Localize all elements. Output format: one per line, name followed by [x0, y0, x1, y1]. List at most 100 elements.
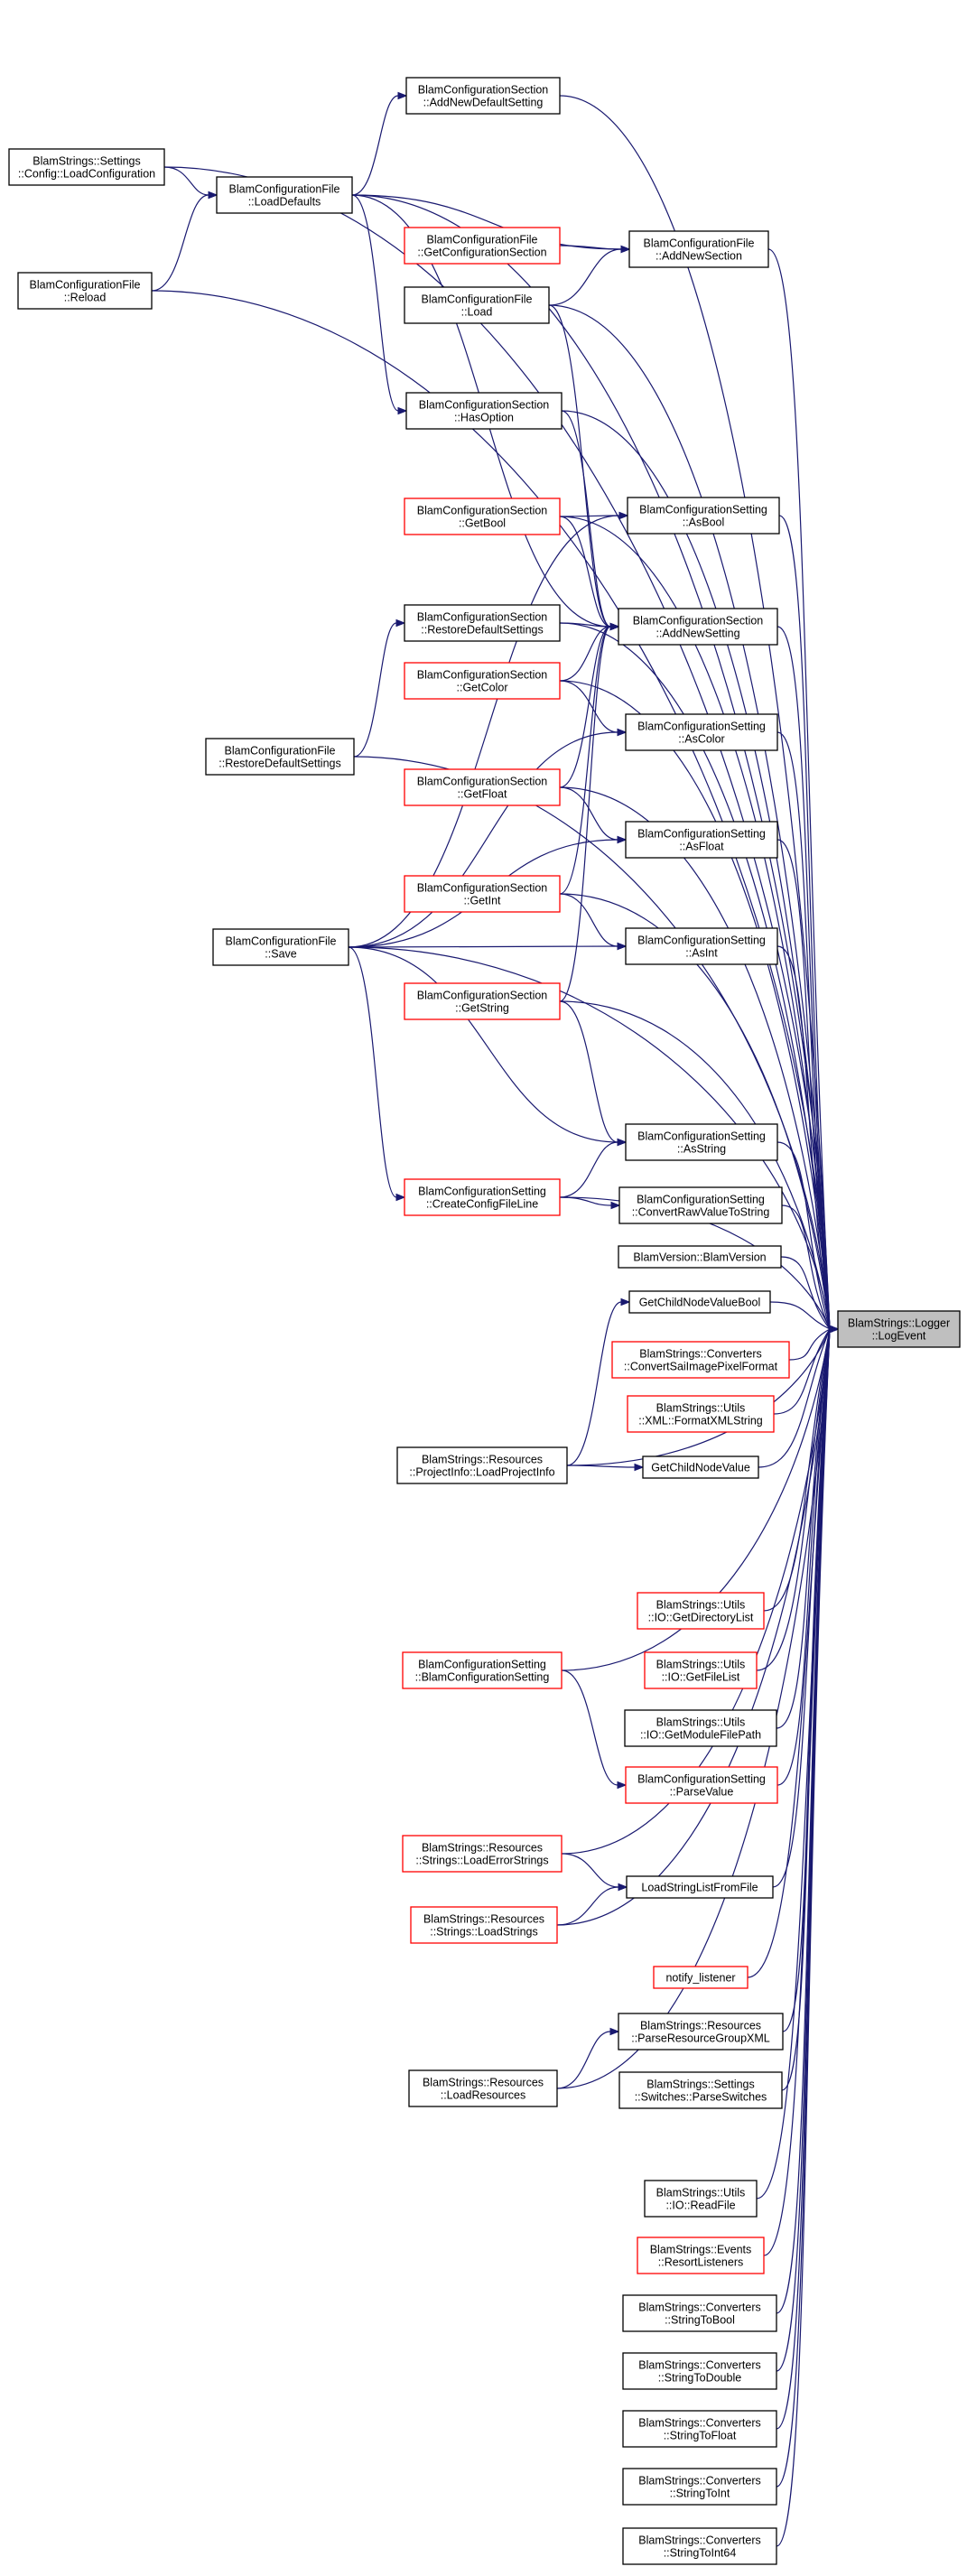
edge-arrowhead — [610, 1201, 621, 1210]
edge-line — [559, 680, 831, 1330]
function-node[interactable]: BlamConfigurationSection::GetInt — [404, 875, 561, 913]
node-label-line: BlamStrings::Converters — [639, 1348, 761, 1361]
function-node[interactable]: BlamStrings::Resources::Strings::LoadStr… — [410, 1906, 558, 1944]
function-node[interactable]: BlamStrings::Utils::IO::GetModuleFilePat… — [624, 1709, 777, 1747]
function-node[interactable]: BlamConfigurationSection::AddNewDefaultS… — [405, 77, 561, 115]
function-node[interactable]: BlamStrings::Resources::ProjectInfo::Loa… — [396, 1446, 568, 1484]
function-node[interactable]: BlamStrings::Resources::LoadResources — [408, 2069, 558, 2107]
function-node[interactable]: BlamConfigurationSetting::CreateConfigFi… — [404, 1178, 561, 1216]
function-node[interactable]: GetChildNodeValue — [642, 1455, 759, 1479]
node-box — [396, 1446, 568, 1484]
function-node[interactable]: BlamStrings::Converters::StringToBool — [622, 2294, 777, 2332]
function-node[interactable]: BlamConfigurationFile::Reload — [17, 272, 153, 310]
edge-line — [559, 626, 611, 1002]
node-label-line: BlamConfigurationFile — [427, 234, 538, 246]
node-label-line: ::AddNewSection — [656, 250, 742, 263]
function-node[interactable]: BlamConfigurationSetting::AsInt — [625, 927, 778, 965]
node-label-line: ::AddNewDefaultSetting — [423, 97, 544, 109]
function-node[interactable]: BlamStrings::Resources::Strings::LoadErr… — [402, 1835, 563, 1873]
function-node[interactable]: BlamStrings::Logger::LogEvent — [837, 1310, 961, 1348]
call-edge — [776, 1325, 840, 2547]
call-edge — [566, 1297, 631, 1466]
function-node[interactable]: BlamConfigurationSection::HasOption — [405, 392, 563, 430]
edge-line — [767, 248, 831, 1330]
edge-line — [556, 1328, 831, 2089]
function-node[interactable]: BlamConfigurationSetting::BlamConfigurat… — [402, 1651, 563, 1689]
edge-arrowhead — [829, 1325, 840, 1334]
node-label-line: ::AsBool — [683, 516, 725, 529]
edge-arrowhead — [617, 1138, 628, 1147]
edge-line — [782, 1328, 831, 2032]
node-label-line: BlamConfigurationSection — [417, 611, 548, 624]
function-node[interactable]: BlamConfigurationFile::RestoreDefaultSet… — [205, 738, 355, 776]
function-node[interactable]: BlamConfigurationSetting::AsString — [625, 1123, 778, 1161]
function-node[interactable]: BlamConfigurationSection::GetString — [404, 982, 561, 1020]
edge-line — [788, 1328, 831, 1361]
function-node[interactable]: BlamConfigurationSection::GetColor — [404, 662, 561, 700]
function-node[interactable]: GetChildNodeValueBool — [628, 1290, 771, 1314]
function-node[interactable]: BlamConfigurationSection::GetBool — [404, 498, 561, 535]
function-node[interactable]: BlamVersion::BlamVersion — [618, 1245, 782, 1269]
function-node[interactable]: BlamConfigurationFile::LoadDefaults — [216, 176, 353, 214]
node-label-line: BlamStrings::Converters — [638, 2475, 760, 2488]
function-node[interactable]: BlamConfigurationFile::Save — [212, 928, 349, 966]
function-node[interactable]: BlamStrings::Utils::IO::GetDirectoryList — [637, 1592, 765, 1630]
node-label-line: BlamStrings::Resources — [422, 1842, 543, 1855]
function-node[interactable]: BlamConfigurationFile::Load — [404, 286, 550, 324]
function-node[interactable]: BlamStrings::Utils::IO::ReadFile — [644, 2180, 758, 2218]
function-node[interactable]: BlamStrings::Converters::StringToInt — [622, 2468, 777, 2506]
node-label-line: BlamConfigurationSetting — [637, 935, 766, 947]
function-node[interactable]: BlamConfigurationSetting::AsBool — [627, 497, 780, 535]
edge-layer — [151, 91, 840, 2547]
node-label-line: BlamConfigurationFile — [644, 237, 755, 250]
function-node[interactable]: BlamConfigurationSection::AddNewSetting — [618, 608, 778, 646]
node-label-line: BlamConfigurationFile — [229, 183, 340, 196]
node-label-line: BlamStrings::Utils — [656, 2187, 746, 2199]
edge-line — [780, 1256, 831, 1330]
call-edge — [559, 622, 620, 895]
node-label-line: ::Reload — [64, 292, 107, 304]
edge-line — [561, 1853, 619, 1888]
node-label-line: BlamConfigurationSetting — [418, 1659, 546, 1671]
function-node[interactable]: BlamConfigurationFile::GetConfigurationS… — [404, 227, 561, 265]
function-node[interactable]: BlamConfigurationSetting::AsFloat — [625, 821, 778, 859]
edge-line — [781, 1204, 831, 1330]
function-node[interactable]: BlamStrings::Utils::IO::GetFileList — [644, 1651, 758, 1689]
node-label-line: BlamConfigurationFile — [226, 935, 337, 948]
function-node[interactable]: BlamStrings::Resources::ParseResourceGro… — [618, 2013, 784, 2051]
node-label-line: ::ResortListeners — [658, 2256, 743, 2269]
node-label-line: BlamConfigurationSetting — [637, 828, 766, 841]
edge-line — [348, 946, 397, 1198]
edge-line — [561, 410, 611, 628]
node-box — [404, 227, 561, 265]
function-node[interactable]: BlamConfigurationSetting::ParseValue — [625, 1766, 778, 1804]
edge-line — [351, 194, 399, 412]
function-node[interactable]: BlamConfigurationFile::AddNewSection — [628, 230, 769, 268]
function-node[interactable]: BlamConfigurationSection::GetFloat — [404, 768, 561, 806]
function-node[interactable]: BlamStrings::Settings::Config::LoadConfi… — [8, 148, 165, 186]
edge-line — [556, 1886, 619, 1926]
function-node[interactable]: BlamStrings::Utils::XML::FormatXMLString — [627, 1395, 775, 1433]
function-node[interactable]: LoadStringListFromFile — [626, 1875, 774, 1899]
node-box — [410, 1906, 558, 1944]
node-label-line: ::StringToBool — [665, 2314, 735, 2327]
function-node[interactable]: BlamConfigurationSetting::ConvertRawValu… — [618, 1186, 783, 1224]
edge-line — [559, 626, 611, 895]
node-box — [622, 2352, 777, 2390]
function-node[interactable]: BlamStrings::Settings::Switches::ParseSw… — [618, 2071, 783, 2109]
node-label-line: BlamStrings::Utils — [656, 1599, 746, 1612]
node-label-line: BlamStrings::Logger — [848, 1317, 950, 1330]
edge-line — [763, 1328, 831, 1612]
function-node[interactable]: BlamStrings::Converters::StringToDouble — [622, 2352, 777, 2390]
function-node[interactable]: BlamStrings::Converters::ConvertSaiImage… — [611, 1341, 790, 1379]
function-node[interactable]: BlamConfigurationSection::RestoreDefault… — [404, 604, 561, 642]
function-node[interactable]: notify_listener — [653, 1966, 748, 1989]
node-box — [618, 608, 778, 646]
function-node[interactable]: BlamStrings::Converters::StringToFloat — [622, 2410, 777, 2448]
edge-line — [559, 1141, 618, 1198]
node-label-line: BlamConfigurationFile — [30, 279, 141, 292]
function-node[interactable]: BlamStrings::Converters::StringToInt64 — [622, 2527, 777, 2565]
call-edge — [559, 1138, 628, 1198]
function-node[interactable]: BlamConfigurationSetting::AsColor — [625, 713, 778, 751]
function-node[interactable]: BlamStrings::Events::ResortListeners — [637, 2237, 765, 2274]
